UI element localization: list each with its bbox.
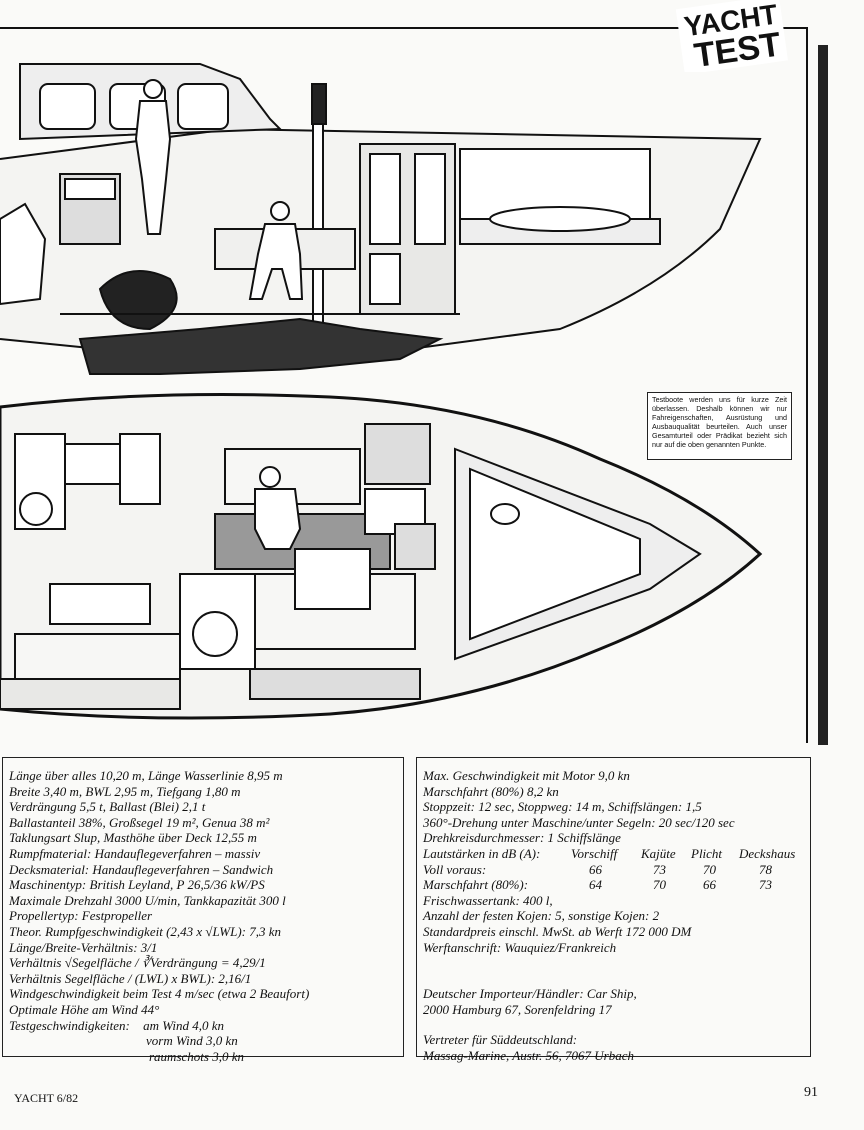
representative-line: Massag-Marine, Austr. 56, 7067 Urbach — [423, 1047, 635, 1063]
frame-right-shadow — [818, 45, 828, 745]
noise-cell: 73 — [759, 877, 772, 893]
spec-line: Verhältnis Segelfläche / (LWL) x BWL): 2… — [9, 970, 252, 986]
test-speed-value: am Wind 4,0 kn — [143, 1017, 224, 1033]
side-cutaway — [0, 63, 762, 375]
spec-line: Theor. Rumpfgeschwindigkeit (2,43 x √LWL… — [9, 923, 282, 939]
spec-line: Länge/Breite-Verhältnis: 3/1 — [9, 939, 158, 955]
frame-top-rule — [0, 27, 808, 29]
test-speed-value: vorm Wind 3,0 kn — [146, 1033, 238, 1049]
spec-line: Standardpreis einschl. MwSt. ab Werft 17… — [423, 923, 692, 939]
spec-line: Ballastanteil 38%, Großsegel 19 m², Genu… — [9, 814, 270, 830]
disclaimer-note: Testboote werden uns für kurze Zeit über… — [647, 392, 792, 460]
noise-table-row: Voll voraus: 66 73 70 78 — [423, 862, 795, 878]
spec-line: Länge über alles 10,20 m, Länge Wasserli… — [9, 768, 283, 783]
magazine-issue: YACHT 6/82 — [14, 1091, 79, 1105]
noise-header-cell: Deckshaus — [739, 845, 796, 861]
spec-line: Verdrängung 5,5 t, Ballast (Blei) 2,1 t — [9, 799, 206, 815]
noise-cell: 70 — [653, 877, 666, 893]
noise-table-row: Marschfahrt (80%): 64 70 66 73 — [423, 877, 795, 893]
spec-line: Maximale Drehzahl 3000 U/min, Tankkapazi… — [9, 892, 286, 908]
noise-header-cell: Vorschiff — [571, 845, 618, 861]
page-number: 91 — [804, 1085, 818, 1100]
test-speeds-row: Testgeschwindigkeiten: am Wind 4,0 kn — [9, 1018, 397, 1034]
spec-line: Verhältnis √Segelfläche / ∛Verdrängung =… — [9, 955, 266, 971]
frame-right-rule — [806, 27, 808, 743]
yacht-cutaway-illustration — [0, 63, 763, 720]
representative-line: Vertreter für Süddeutschland: — [423, 1032, 578, 1048]
noise-table-header: Lautstärken in dB (A): Vorschiff Kajüte … — [423, 846, 795, 862]
spec-line: Rumpfmaterial: Handauflegeverfahren – ma… — [9, 845, 261, 861]
noise-cell: 70 — [703, 861, 716, 877]
spec-line: Breite 3,40 m, BWL 2,95 m, Tiefgang 1,80… — [9, 783, 241, 799]
yacht-test-badge: YACHT TEST — [675, 0, 788, 72]
noise-header-cell: Plicht — [691, 845, 723, 861]
spec-line: Anzahl der festen Kojen: 5, sonstige Koj… — [423, 908, 660, 924]
spec-line: Optimale Höhe am Wind 44° — [9, 1001, 160, 1017]
noise-header-cell: Kajüte — [641, 845, 676, 861]
test-speed-value: raumschots 3,0 kn — [149, 1048, 244, 1064]
noise-cell: 73 — [653, 861, 666, 877]
spec-line: Drehkreisdurchmesser: 1 Schiffslänge — [423, 830, 621, 846]
test-speeds-label: Testgeschwindigkeiten: — [9, 1017, 130, 1033]
spec-line: Decksmaterial: Handauflegeverfahren – Sa… — [9, 861, 274, 877]
spec-line: Taklungsart Slup, Masthöhe über Deck 12,… — [9, 830, 257, 846]
spec-line: Maschinentyp: British Leyland, P 26,5/36… — [9, 877, 265, 893]
noise-row-label: Marschfahrt (80%): — [423, 877, 529, 893]
plan-view — [0, 393, 763, 720]
specs-right-panel: Max. Geschwindigkeit mit Motor 9,0 kn Ma… — [416, 757, 811, 1063]
spec-line: Werftanschrift: Wauquiez/Frankreich — [423, 939, 617, 955]
noise-row-label: Voll voraus: — [423, 861, 487, 877]
importer-line: Deutscher Importeur/Händler: Car Ship, — [423, 986, 637, 1002]
specs-left-panel: Länge über alles 10,20 m, Länge Wasserli… — [2, 757, 404, 1064]
spec-line: Propellertyp: Festpropeller — [9, 908, 153, 924]
noise-cell: 78 — [759, 861, 772, 877]
noise-cell: 64 — [589, 877, 602, 893]
spec-line: Windgeschwindigkeit beim Test 4 m/sec (e… — [9, 986, 310, 1002]
spec-line: Marschfahrt (80%) 8,2 kn — [423, 783, 559, 799]
noise-cell: 66 — [589, 861, 602, 877]
spec-line: Max. Geschwindigkeit mit Motor 9,0 kn — [423, 768, 630, 783]
noise-header-cell: Lautstärken in dB (A): — [423, 845, 541, 861]
noise-cell: 66 — [703, 877, 716, 893]
importer-line: 2000 Hamburg 67, Sorenfeldring 17 — [423, 1001, 612, 1017]
spec-line: Frischwassertank: 400 l, — [423, 892, 553, 908]
noise-level-table: Lautstärken in dB (A): Vorschiff Kajüte … — [423, 846, 795, 893]
spec-line: 360°-Drehung unter Maschine/unter Segeln… — [423, 814, 735, 830]
spec-line: Stoppzeit: 12 sec, Stoppweg: 14 m, Schif… — [423, 799, 702, 815]
